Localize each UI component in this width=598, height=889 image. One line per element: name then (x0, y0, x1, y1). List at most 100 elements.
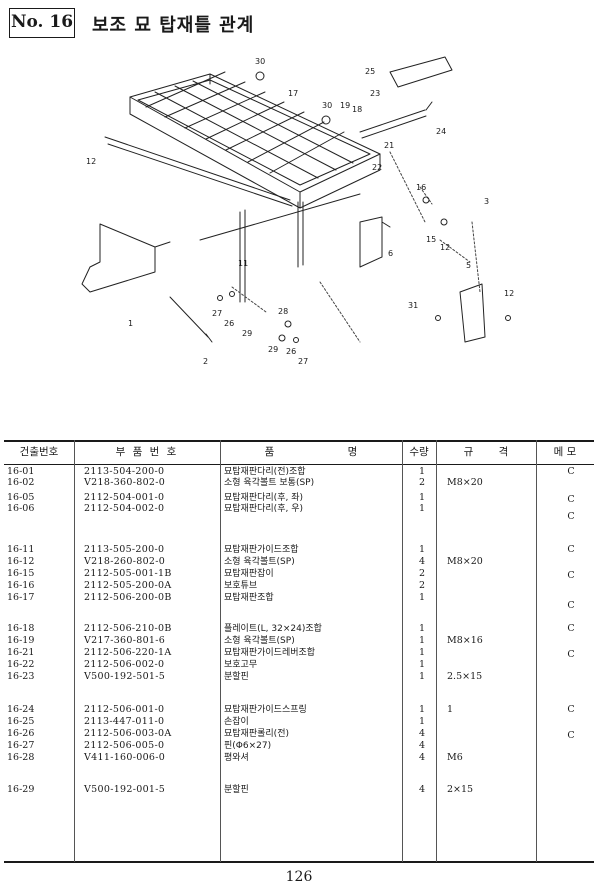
cell-name: 소형 육각볼트(SP) (224, 557, 295, 567)
cell-part: V500-192-001-5 (84, 784, 166, 795)
cell-part: V218-260-802-0 (84, 556, 166, 567)
cell-name: 핀(Φ6×27) (224, 741, 272, 751)
cell-spec: M8×20 (447, 556, 483, 567)
screw-31 (435, 315, 441, 321)
cell-spec: M8×16 (447, 635, 483, 646)
nut-15 (440, 218, 448, 226)
screw-12b (505, 315, 511, 321)
pin-27b (293, 337, 299, 343)
cell-part: 2112-506-210-0B (84, 623, 172, 634)
ref-28: 28 (278, 307, 288, 316)
guide-lever-21 (359, 101, 433, 139)
reference-numbers: 30 25 17 30 19 18 23 24 21 22 12 16 15 1… (86, 57, 514, 366)
header-part-no: 부 품 번 호 (115, 446, 179, 458)
ref-31: 31 (408, 301, 418, 310)
bracket-5 (459, 283, 486, 343)
cell-qty: 1 (418, 635, 426, 646)
cell-part: 2112-506-005-0 (84, 740, 165, 751)
washer-28 (284, 320, 292, 328)
cell-name: 소형 육각볼트 보통(SP) (224, 478, 315, 488)
cell-spec (447, 623, 527, 635)
cell-no: 16-11 (7, 544, 35, 555)
page-number: 126 (285, 869, 313, 885)
cell-qty: 4 (418, 728, 426, 739)
cell-name: 분할핀 (224, 672, 249, 682)
cell-name: 묘탑재판가이드스프링 (224, 705, 307, 715)
support-post-left (239, 209, 246, 303)
cell-name: 묘탑재판잡이 (224, 569, 274, 579)
ref-29: 29 (242, 329, 252, 338)
cell-spec (447, 659, 527, 671)
cell-spec (447, 716, 527, 728)
pin-29 (278, 334, 286, 342)
cell-memo (561, 740, 581, 752)
ref-25: 25 (365, 67, 375, 76)
cell-no: 16-16 (7, 580, 35, 591)
cell-name: 묘탑재판다리(후, 우) (224, 504, 303, 514)
ref-26: 26 (286, 347, 296, 356)
leader-lines (231, 151, 481, 343)
ref-29: 29 (268, 345, 278, 354)
cell-memo (561, 752, 581, 764)
cell-memo: C (567, 649, 575, 660)
cell-name: 분할핀 (224, 785, 249, 795)
cell-qty: 4 (418, 556, 426, 567)
cell-part: 2113-505-200-0 (84, 544, 165, 555)
col-divider (536, 440, 537, 862)
ref-27: 27 (298, 357, 308, 366)
cell-part: V217-360-801-6 (84, 635, 166, 646)
cell-memo (561, 659, 581, 671)
cell-name: 플레이트(L, 32×24)조합 (224, 624, 322, 634)
cell-part: V500-192-501-5 (84, 671, 166, 682)
cell-qty: 2 (418, 568, 426, 579)
cell-memo: C (567, 730, 575, 741)
cell-qty: 1 (418, 466, 426, 477)
cell-part: 2112-506-220-1A (84, 647, 172, 658)
cell-spec (447, 647, 527, 659)
cell-part: V411-160-006-0 (84, 752, 166, 763)
ref-30: 30 (255, 57, 265, 66)
cell-qty: 1 (418, 704, 426, 715)
cell-no: 16-26 (7, 728, 35, 739)
cell-memo: C (567, 600, 575, 611)
cell-memo: C (567, 511, 575, 522)
bolt-2 (169, 296, 213, 343)
table-top-rule (4, 440, 594, 442)
col-divider (402, 440, 403, 862)
cell-memo (561, 556, 581, 568)
cell-part: 2112-504-002-0 (84, 503, 165, 514)
cell-no: 16-22 (7, 659, 35, 670)
ref-1: 1 (128, 319, 133, 328)
cell-memo (561, 580, 581, 592)
ref-16: 16 (416, 183, 426, 192)
cell-qty: 2 (418, 477, 426, 488)
cell-memo: C (567, 544, 575, 555)
tray-crossbars (145, 71, 354, 179)
cell-memo (561, 784, 581, 796)
col-divider (220, 440, 221, 862)
ref-17: 17 (288, 89, 298, 98)
bracket-6 (359, 216, 391, 268)
ref-26: 26 (224, 319, 234, 328)
cell-no: 16-28 (7, 752, 35, 763)
cell-part: 2112-506-200-0B (84, 592, 172, 603)
cell-memo: C (567, 466, 575, 477)
cell-no: 16-18 (7, 623, 35, 634)
pin-27a (217, 295, 223, 301)
cell-no: 16-06 (7, 503, 35, 514)
cell-spec (447, 728, 527, 740)
ref-12: 12 (440, 243, 450, 252)
ref-11: 11 (238, 259, 248, 268)
cell-qty: 1 (418, 671, 426, 682)
tube-16 (422, 196, 430, 204)
ref-5: 5 (466, 261, 471, 270)
cell-qty: 1 (418, 544, 426, 555)
cell-part: 2112-504-001-0 (84, 492, 165, 503)
cell-qty: 4 (418, 784, 426, 795)
cell-part: 2112-505-200-0A (84, 580, 172, 591)
cell-memo: C (567, 704, 575, 715)
cell-part: 2112-506-003-0A (84, 728, 172, 739)
ref-22: 22 (372, 163, 382, 172)
header-spec: 규 격 (463, 446, 509, 458)
